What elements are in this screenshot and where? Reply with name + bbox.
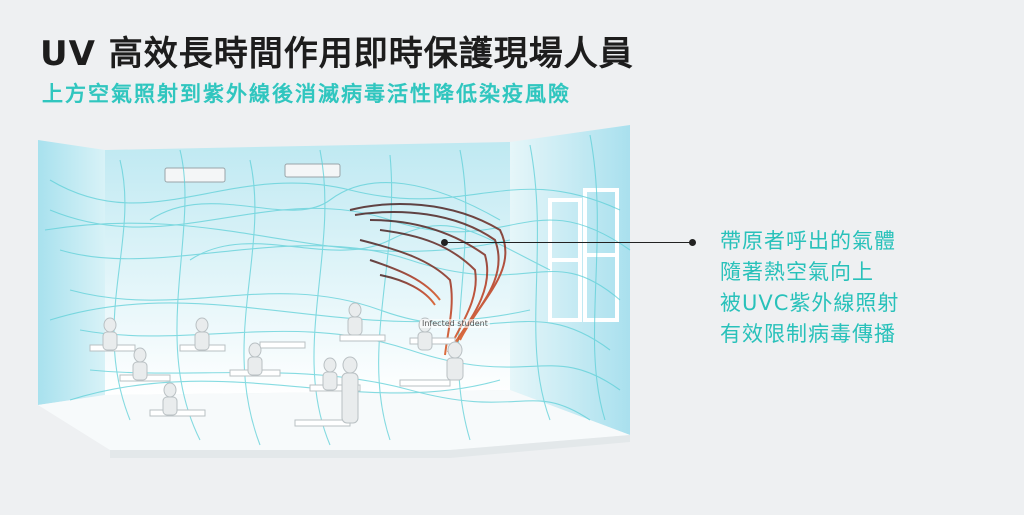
- caption-line: 帶原者呼出的氣體: [720, 229, 896, 253]
- classroom-airflow-illustration: [38, 125, 631, 458]
- leader-line: [445, 242, 693, 243]
- airflow-caption: 帶原者呼出的氣體 隨著熱空氣向上 被UVC紫外線照射 有效限制病毒傳播: [720, 226, 1000, 350]
- caption-line: 隨著熱空氣向上: [720, 260, 874, 284]
- ac-unit-left: [164, 167, 226, 183]
- right-wall: [510, 125, 630, 435]
- left-wall: [38, 140, 105, 405]
- window-panes: [548, 188, 619, 322]
- leader-end-dot: [689, 239, 696, 246]
- page-title: UV 高效長時間作用即時保護現場人員: [40, 34, 634, 74]
- ac-unit-right: [284, 163, 341, 178]
- floor-front-edge: [110, 435, 630, 458]
- page-subtitle: 上方空氣照射到紫外線後消滅病毒活性降低染疫風險: [42, 82, 571, 106]
- leader-start-dot: [441, 239, 448, 246]
- caption-line: 有效限制病毒傳播: [720, 322, 896, 346]
- caption-line: 被UVC紫外線照射: [720, 291, 900, 315]
- infected-student-label: Infected student: [420, 319, 490, 328]
